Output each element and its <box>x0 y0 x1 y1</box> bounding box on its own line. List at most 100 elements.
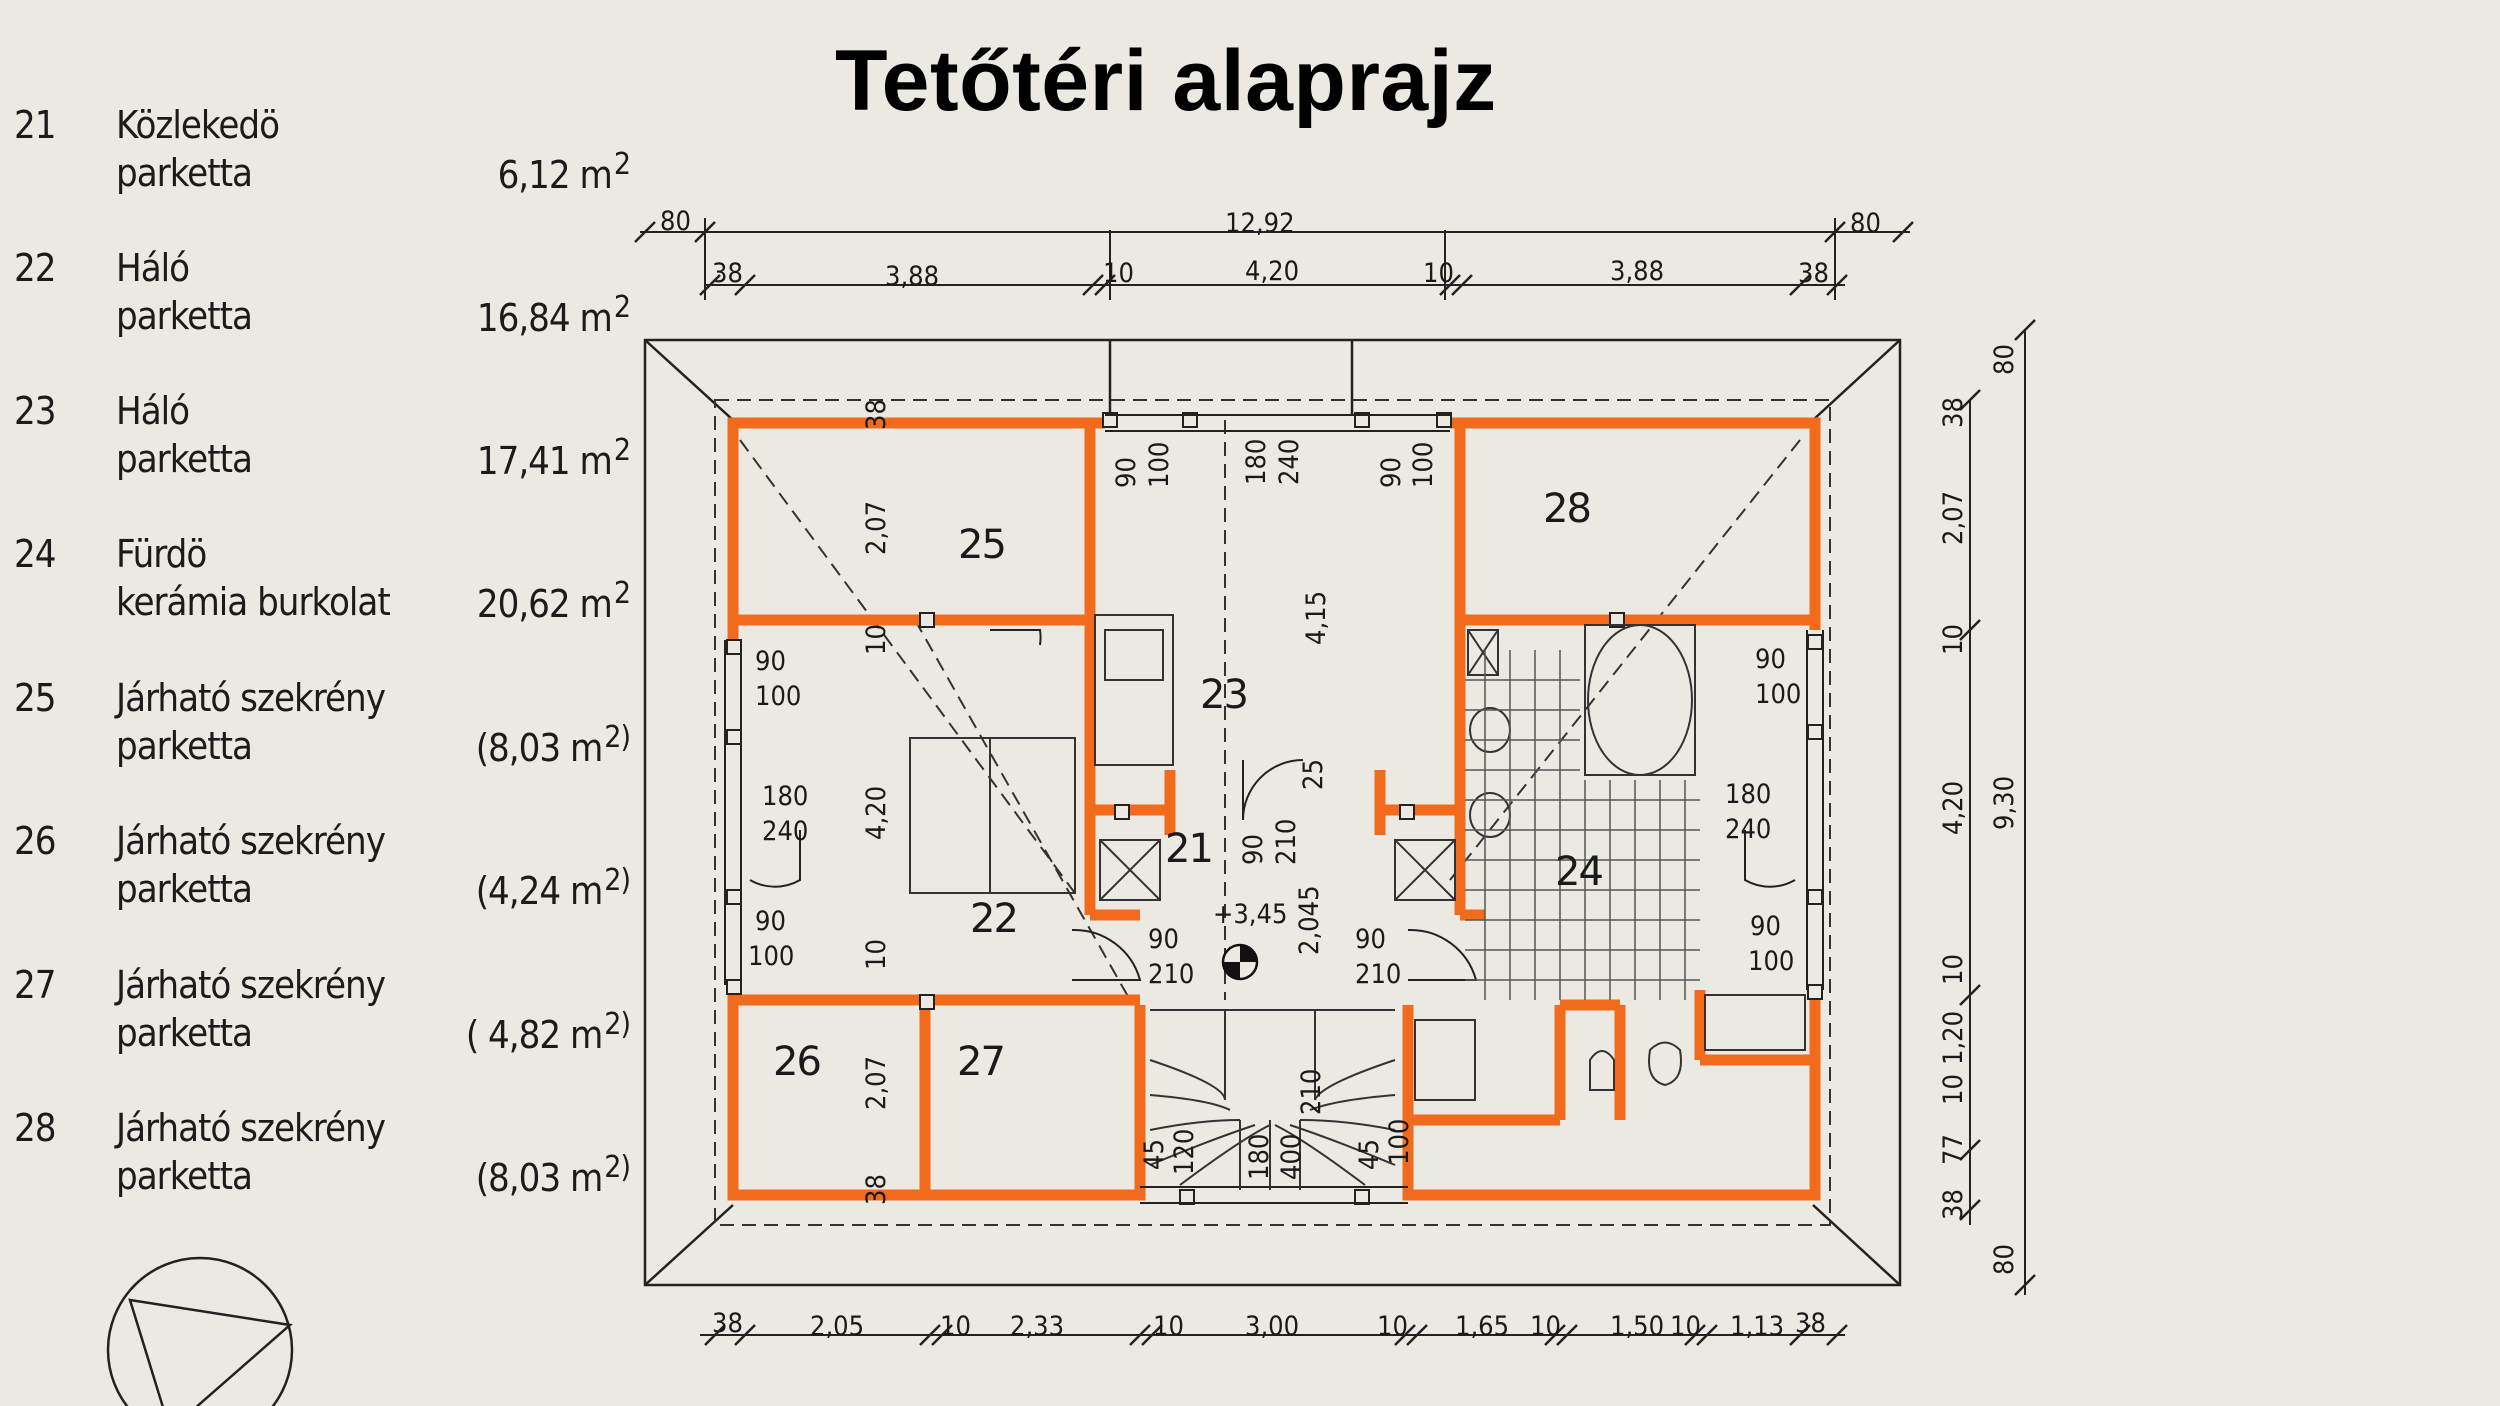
opening-label: 100 <box>748 941 794 972</box>
room-number: 24 <box>14 532 56 576</box>
room-area: ( 4,82 m2) <box>465 1007 631 1057</box>
room-area: (8,03 m2) <box>475 720 631 770</box>
room-number: 21 <box>14 103 56 147</box>
room-label-25: 25 <box>958 522 1005 568</box>
legend-room-21: 21 Közlekedö parketta 6,12 m2 <box>0 95 650 225</box>
room-name: Járható szekrény <box>116 819 386 863</box>
roof-outline <box>643 338 1902 1287</box>
dim-total-width: 12,92 <box>1225 208 1295 239</box>
legend-room-24: 24 Fürdö kerámia burkolat 20,62 m2 <box>0 524 650 654</box>
opening-label: 210 <box>1296 1069 1327 1115</box>
inner-dimensions: 2,07 10 4,20 10 2,07 38 38 4,15 2,045 <box>861 399 1332 1205</box>
legend-room-22: 22 Háló parketta 16,84 m2 <box>0 238 650 368</box>
staircase <box>1149 1009 1396 1190</box>
dim-seg: 1,13 <box>1730 1311 1784 1342</box>
dim-seg: 80 <box>1989 344 2020 375</box>
dim-seg: 10 <box>1938 1074 1969 1105</box>
dim-inner: 2,07 <box>861 1056 892 1110</box>
room-area: 16,84 m2 <box>476 290 631 340</box>
opening-label: 100 <box>1748 946 1794 977</box>
room-finish: kerámia burkolat <box>116 580 391 624</box>
shower-tray <box>1099 839 1161 901</box>
room-number: 28 <box>14 1106 56 1150</box>
right-dimensions: 80 38 2,07 10 4,20 10 1,20 10 77 38 80 9… <box>1938 344 2020 1275</box>
opening-label: 100 <box>1144 442 1175 488</box>
legend-room-26: 26 Járható szekrény parketta (4,24 m2) <box>0 811 650 941</box>
opening-label: 210 <box>1271 819 1302 865</box>
room-label-22: 22 <box>970 896 1017 942</box>
opening-label: 25 <box>1298 759 1329 790</box>
room-area: 17,41 m2 <box>476 433 631 483</box>
room-area: (4,24 m2) <box>475 863 631 913</box>
dim-inner: 4,20 <box>861 786 892 840</box>
opening-label: 180 <box>762 781 808 812</box>
dim-seg: 38 <box>712 258 743 289</box>
dim-seg: 3,88 <box>885 261 939 292</box>
dim-inner: 10 <box>861 939 892 970</box>
dim-inner: 10 <box>861 624 892 655</box>
opening-label: 100 <box>1408 442 1439 488</box>
bottom-dimensions: 38 2,05 10 2,33 10 3,00 10 1,65 10 1,50 … <box>712 1308 1826 1342</box>
room-label-26: 26 <box>773 1039 820 1085</box>
room-number: 25 <box>14 676 56 720</box>
dim-seg: 2,07 <box>1938 491 1969 545</box>
opening-label: 240 <box>762 816 808 847</box>
room-area: 20,62 m2 <box>476 576 631 626</box>
dim-seg: 10 <box>1153 1311 1184 1342</box>
opening-label: 90 <box>755 646 786 677</box>
opening-label: 180 <box>1725 779 1771 810</box>
dim-seg: 10 <box>1377 1311 1408 1342</box>
furniture <box>909 614 1806 1101</box>
dim-seg: 10 <box>1670 1311 1701 1342</box>
room-number: 23 <box>14 389 56 433</box>
opening-label: 100 <box>1755 679 1801 710</box>
opening-label: 90 <box>1750 911 1781 942</box>
tile-grid <box>1465 650 1700 1000</box>
dim-seg: 10 <box>1938 624 1969 655</box>
dim-inner: 38 <box>861 1174 892 1205</box>
room-name: Háló <box>116 246 190 290</box>
opening-label: 45 <box>1354 1139 1385 1170</box>
top-dimensions: 80 12,92 80 38 3,88 10 4,20 10 3,88 38 <box>660 206 1881 292</box>
dim-inner: 4,15 <box>1301 591 1332 645</box>
dim-seg: 1,65 <box>1455 1311 1509 1342</box>
legend-room-28: 28 Járható szekrény parketta (8,03 m2) <box>0 1098 650 1228</box>
opening-label: 120 <box>1169 1129 1200 1175</box>
room-area: (8,03 m2) <box>475 1150 631 1200</box>
opening-label: 100 <box>755 681 801 712</box>
dim-seg: 38 <box>1795 1308 1826 1339</box>
dim-seg: 3,00 <box>1245 1311 1299 1342</box>
dim-total-height: 9,30 <box>1989 776 2020 830</box>
opening-label: 45 <box>1139 1139 1170 1170</box>
dim-seg: 80 <box>1989 1244 2020 1275</box>
legend-room-25: 25 Járható szekrény parketta (8,03 m2) <box>0 668 650 798</box>
opening-label: 90 <box>1376 457 1407 488</box>
room-numbers: 25 28 23 21 22 24 26 27 +3,45 <box>773 486 1604 1085</box>
dim-overhang-right: 80 <box>1850 208 1881 239</box>
dim-seg: 4,20 <box>1245 256 1299 287</box>
opening-label: 180 <box>1244 1134 1275 1180</box>
opening-label: 180 <box>1241 439 1272 485</box>
dim-seg: 10 <box>940 1311 971 1342</box>
room-label-21: 21 <box>1165 826 1212 872</box>
bathtub <box>1587 624 1693 776</box>
room-finish: parketta <box>116 724 253 768</box>
dim-seg: 38 <box>1938 1189 1969 1220</box>
opening-label: 210 <box>1355 959 1401 990</box>
dim-inner: 38 <box>861 399 892 430</box>
dim-seg: 77 <box>1938 1134 1969 1165</box>
sink-1 <box>1469 707 1511 753</box>
opening-label: 240 <box>1274 439 1305 485</box>
dim-seg: 10 <box>1530 1311 1561 1342</box>
room-finish: parketta <box>116 437 253 481</box>
opening-label: 90 <box>755 906 786 937</box>
room-name: Közlekedö <box>116 103 280 147</box>
opening-label: 90 <box>1238 834 1269 865</box>
dim-seg: 4,20 <box>1938 781 1969 835</box>
dim-inner: 2,07 <box>861 501 892 555</box>
room-name: Háló <box>116 389 190 433</box>
room-name: Járható szekrény <box>116 1106 386 1150</box>
room-area: 6,12 m2 <box>497 147 631 197</box>
room-label-23: 23 <box>1200 672 1247 718</box>
